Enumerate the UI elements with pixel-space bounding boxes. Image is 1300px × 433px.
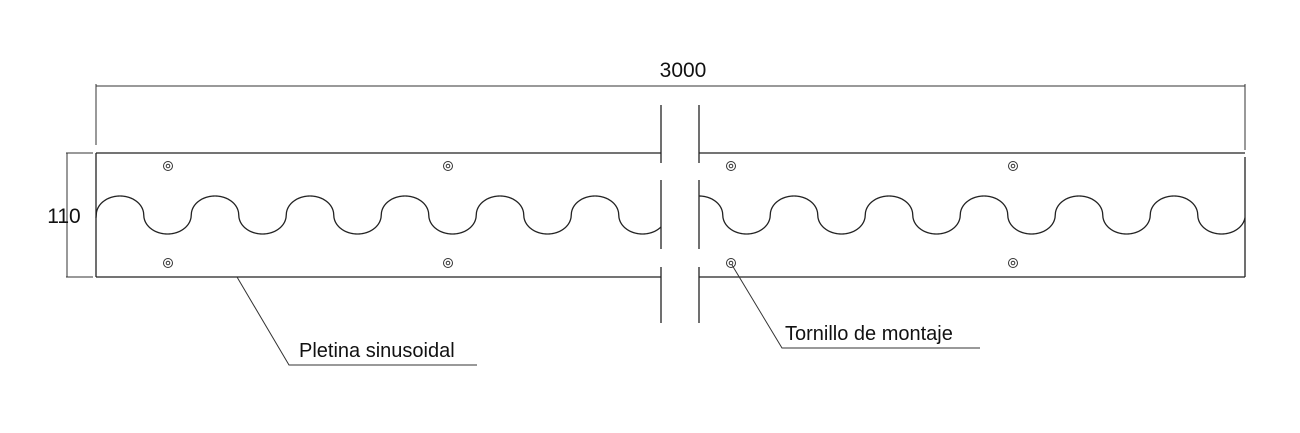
screw-circle <box>443 258 453 268</box>
screw-icon <box>1008 258 1018 268</box>
screw-circle <box>165 163 171 169</box>
screw-icon <box>443 161 453 171</box>
strip-label: Pletina sinusoidal <box>299 340 455 362</box>
sinusoidal-strip <box>95 152 1246 278</box>
sinusoidal-cut-left <box>95 195 662 235</box>
length-dimension: 3000 <box>95 59 1246 150</box>
screw-circle <box>445 163 451 169</box>
break-lines <box>660 105 700 323</box>
screw-circle <box>163 161 173 171</box>
mounting-screws <box>163 161 1018 268</box>
height-dimension: 110 <box>47 152 93 278</box>
screw-circle <box>165 260 171 266</box>
screw-circle <box>1008 161 1018 171</box>
height-dimension-label: 110 <box>47 205 80 228</box>
strip-leader-line <box>236 276 477 366</box>
screw-circle <box>443 161 453 171</box>
screw-icon <box>726 161 736 171</box>
sinusoidal-cut-right <box>699 195 1246 235</box>
screw-circle <box>445 260 451 266</box>
screw-icon <box>163 258 173 268</box>
screw-circle <box>1008 258 1018 268</box>
strip-callout: Pletina sinusoidal <box>236 276 477 366</box>
screw-leader-line <box>731 264 980 349</box>
screw-circle <box>1010 163 1016 169</box>
screw-circle <box>1010 260 1016 266</box>
screw-icon <box>1008 161 1018 171</box>
screw-label: Tornillo de montaje <box>785 323 953 345</box>
screw-circle <box>163 258 173 268</box>
screw-circle <box>726 161 736 171</box>
screw-circle <box>728 163 734 169</box>
screw-circle <box>726 258 736 268</box>
screw-icon <box>726 258 736 268</box>
length-dimension-label: 3000 <box>660 59 707 82</box>
screw-callout: Tornillo de montaje <box>731 264 980 349</box>
screw-icon <box>163 161 173 171</box>
screw-circle <box>728 260 734 266</box>
screw-icon <box>443 258 453 268</box>
